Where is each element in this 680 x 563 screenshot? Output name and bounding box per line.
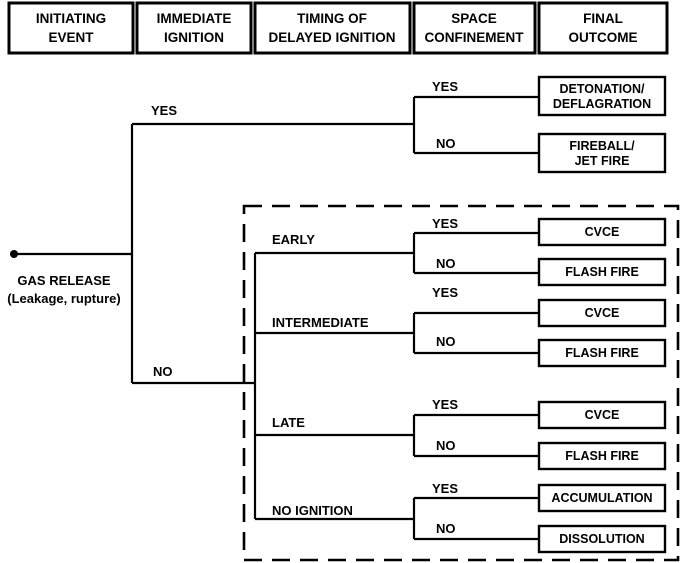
immediate-yes-label: YES <box>151 103 177 118</box>
immediate-yes-unconfined-label: NO <box>436 136 456 151</box>
outcome-accumulation <box>537 483 667 513</box>
outcome-fireball-jet-fire <box>537 132 667 174</box>
header-outcome-line2: OUTCOME <box>569 30 638 45</box>
outcome-early-cvce-label: CVCE <box>585 225 620 239</box>
header-outcome-line1: FINAL <box>583 11 623 26</box>
intermediate-unconfined-label: NO <box>436 334 456 349</box>
outcome-intermediate-cvce-label: CVCE <box>585 306 620 320</box>
header-timing-line2: DELAYED IGNITION <box>268 30 395 45</box>
header-box-initiating-event <box>7 1 135 55</box>
intermediate-label: INTERMEDIATE <box>272 315 369 330</box>
late-unconfined-label: NO <box>436 438 456 453</box>
outcome-early-flash-fire-label: FLASH FIRE <box>565 265 639 279</box>
header-space-line2: CONFINEMENT <box>425 30 525 45</box>
outcome-late-cvce <box>537 400 667 430</box>
outcome-detonation-deflagration <box>537 75 667 117</box>
outcome-early-flash-fire <box>537 257 667 287</box>
header-immediate-line2: IGNITION <box>164 30 224 45</box>
outcome-intermediate-cvce <box>537 298 667 328</box>
no-ignition-label: NO IGNITION <box>272 503 353 518</box>
immediate-no-label: NO <box>153 364 173 379</box>
outcome-fireball-line1: FIREBALL/ <box>569 139 635 153</box>
no-ignition-confined-label: YES <box>432 481 458 496</box>
header-timing-line1: TIMING OF <box>297 11 367 26</box>
late-confined-label: YES <box>432 397 458 412</box>
no-ignition-unconfined-label: NO <box>436 521 456 536</box>
outcome-dissolution <box>537 524 667 554</box>
outcome-late-flash-fire <box>537 441 667 471</box>
source-label-line2: (Leakage, rupture) <box>7 291 120 306</box>
outcome-intermediate-flash-fire-label: FLASH FIRE <box>565 346 639 360</box>
late-label: LATE <box>272 415 305 430</box>
outcome-detonation-line1: DETONATION/ <box>560 82 645 96</box>
header-initiating-line1: INITIATING <box>36 11 106 26</box>
header-row: INITIATING EVENT IMMEDIATE IGNITION TIMI… <box>7 1 669 55</box>
immediate-yes-confined-label: YES <box>432 79 458 94</box>
outcome-intermediate-flash-fire <box>537 338 667 368</box>
outcome-late-flash-fire-label: FLASH FIRE <box>565 449 639 463</box>
header-immediate-line1: IMMEDIATE <box>157 11 232 26</box>
header-box-immediate-ignition <box>135 1 253 55</box>
intermediate-confined-label: YES <box>432 285 458 300</box>
outcome-accumulation-label: ACCUMULATION <box>551 491 652 505</box>
outcome-detonation-line2: DEFLAGRATION <box>553 97 651 111</box>
source-label-line1: GAS RELEASE <box>17 273 111 288</box>
outcome-early-cvce <box>537 217 667 247</box>
header-box-space-confinement <box>412 1 537 55</box>
header-box-final-outcome <box>537 1 669 55</box>
header-space-line1: SPACE <box>451 11 497 26</box>
header-initiating-line2: EVENT <box>48 30 94 45</box>
early-unconfined-label: NO <box>436 256 456 271</box>
outcome-fireball-line2: JET FIRE <box>575 154 630 168</box>
outcome-late-cvce-label: CVCE <box>585 408 620 422</box>
header-box-timing-delayed-ignition <box>253 1 412 55</box>
outcome-dissolution-label: DISSOLUTION <box>559 532 644 546</box>
early-confined-label: YES <box>432 216 458 231</box>
early-label: EARLY <box>272 232 315 247</box>
